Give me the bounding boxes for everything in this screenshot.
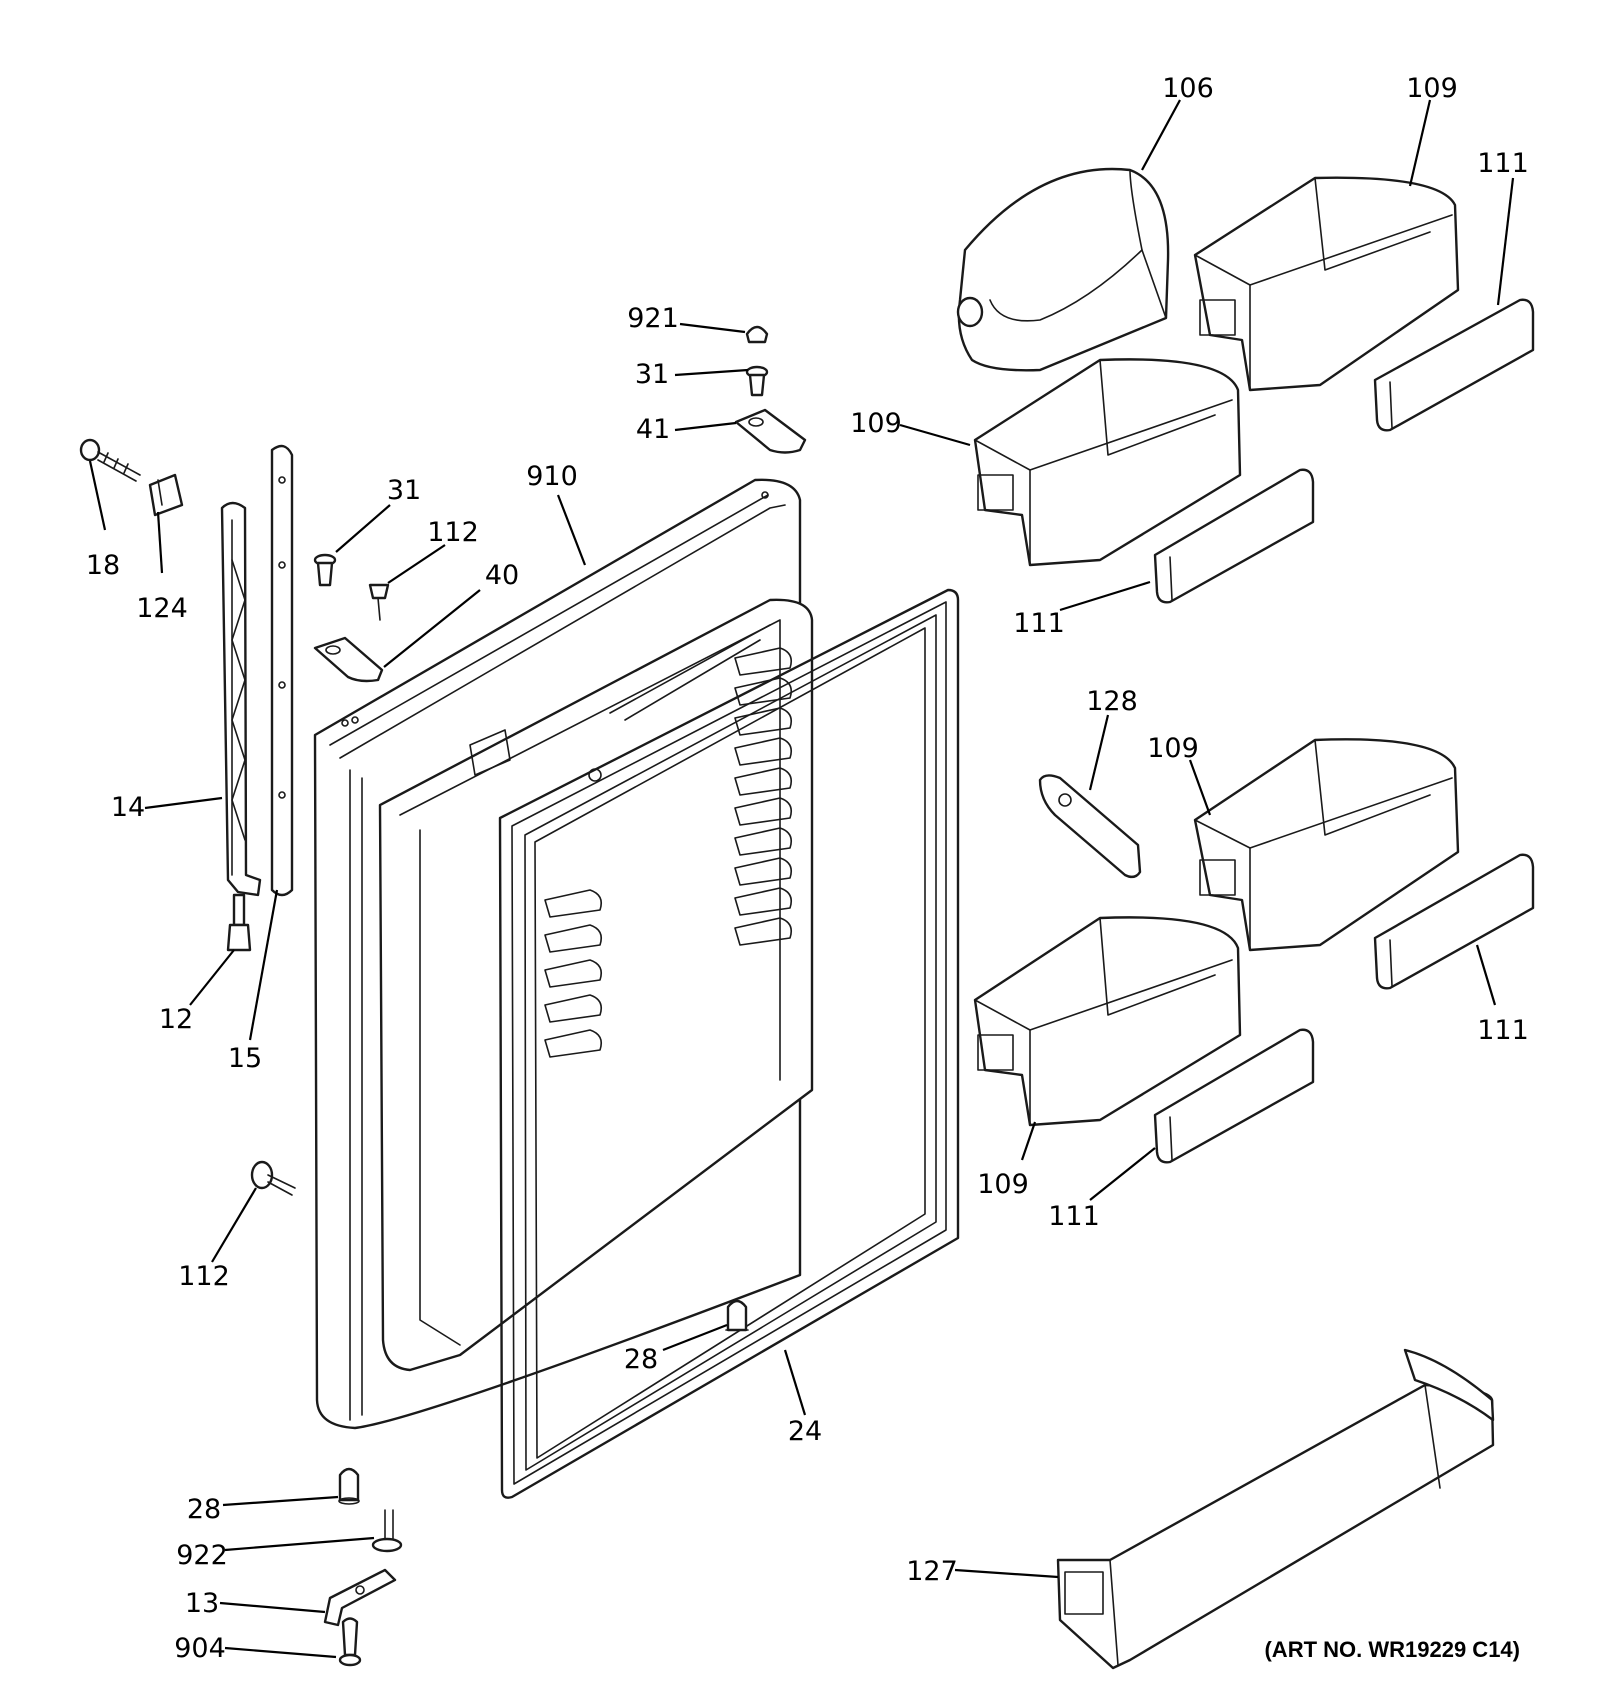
callout-40: 40 (485, 560, 519, 591)
bin-front-upper-right (1373, 298, 1535, 432)
callout-labels: 106 109 111 921 31 41 109 910 31 112 40 … (86, 73, 1529, 1664)
callout-106: 106 (1162, 73, 1214, 104)
screw-904-part (338, 1617, 362, 1667)
bin-divider-part (1038, 774, 1142, 879)
callout-112: 112 (427, 517, 479, 548)
bin-front-middle-left (1153, 1028, 1315, 1164)
callout-28: 28 (624, 1344, 658, 1375)
hinge-trim-part (220, 501, 262, 897)
bin-front-middle-right (1373, 853, 1535, 990)
callout-112: 112 (178, 1261, 230, 1292)
callout-18: 18 (86, 550, 120, 581)
callout-111: 111 (1013, 608, 1065, 639)
callout-904: 904 (174, 1633, 226, 1664)
callout-109: 109 (850, 408, 902, 439)
callout-127: 127 (906, 1556, 958, 1587)
callout-921: 921 (627, 303, 679, 334)
door-stop-28-lower-part (338, 1467, 360, 1505)
screw-18-part (79, 438, 141, 482)
dairy-cover-part (956, 167, 1170, 372)
callout-128: 128 (1086, 686, 1138, 717)
art-number: (ART NO. WR19229 C14) (1264, 1637, 1520, 1662)
screw-112-lower-part (250, 1160, 296, 1196)
callout-109: 109 (977, 1169, 1029, 1200)
door-stop-28-upper-part (725, 1299, 749, 1332)
callout-124: 124 (136, 593, 188, 624)
cap-921-part (745, 325, 769, 344)
callout-111: 111 (1477, 148, 1529, 179)
hinge-cover-40-part (313, 636, 384, 683)
plug-31-lower-part (313, 553, 337, 587)
bracket-13-part (323, 1568, 397, 1627)
callout-14: 14 (111, 792, 145, 823)
leader-lines (88, 99, 1515, 1659)
bin-front-upper-left (1153, 468, 1315, 604)
door-bin-middle-right (1193, 738, 1460, 952)
callout-12: 12 (159, 1004, 193, 1035)
door-bin-upper-right (1193, 176, 1460, 392)
callout-922: 922 (176, 1540, 228, 1571)
door-gasket-part (498, 588, 960, 1499)
callout-31: 31 (387, 475, 421, 506)
plug-31-upper-part (745, 365, 769, 397)
callout-31: 31 (635, 359, 669, 390)
screw-112-upper-part (368, 583, 390, 621)
door-trim-strip-part (270, 444, 294, 897)
callout-111: 111 (1048, 1201, 1100, 1232)
door-shelf-part (1056, 1348, 1495, 1670)
hinge-cover-41-part (734, 408, 807, 454)
callout-24: 24 (788, 1416, 822, 1447)
door-bin-middle-left (973, 916, 1242, 1127)
callout-13: 13 (185, 1588, 219, 1619)
callout-28: 28 (187, 1494, 221, 1525)
clip-124-part (148, 473, 184, 517)
callout-109: 109 (1147, 733, 1199, 764)
callout-15: 15 (228, 1043, 262, 1074)
callout-109: 109 (1406, 73, 1458, 104)
door-bin-upper-left (973, 358, 1242, 567)
hinge-pin-12-part (226, 893, 252, 952)
fresh-food-door-part (313, 478, 814, 1430)
callout-41: 41 (636, 414, 670, 445)
callout-910: 910 (526, 461, 578, 492)
screw-922-part (371, 1509, 403, 1553)
door-liner-ribs (544, 647, 793, 1058)
callout-111: 111 (1477, 1015, 1529, 1046)
